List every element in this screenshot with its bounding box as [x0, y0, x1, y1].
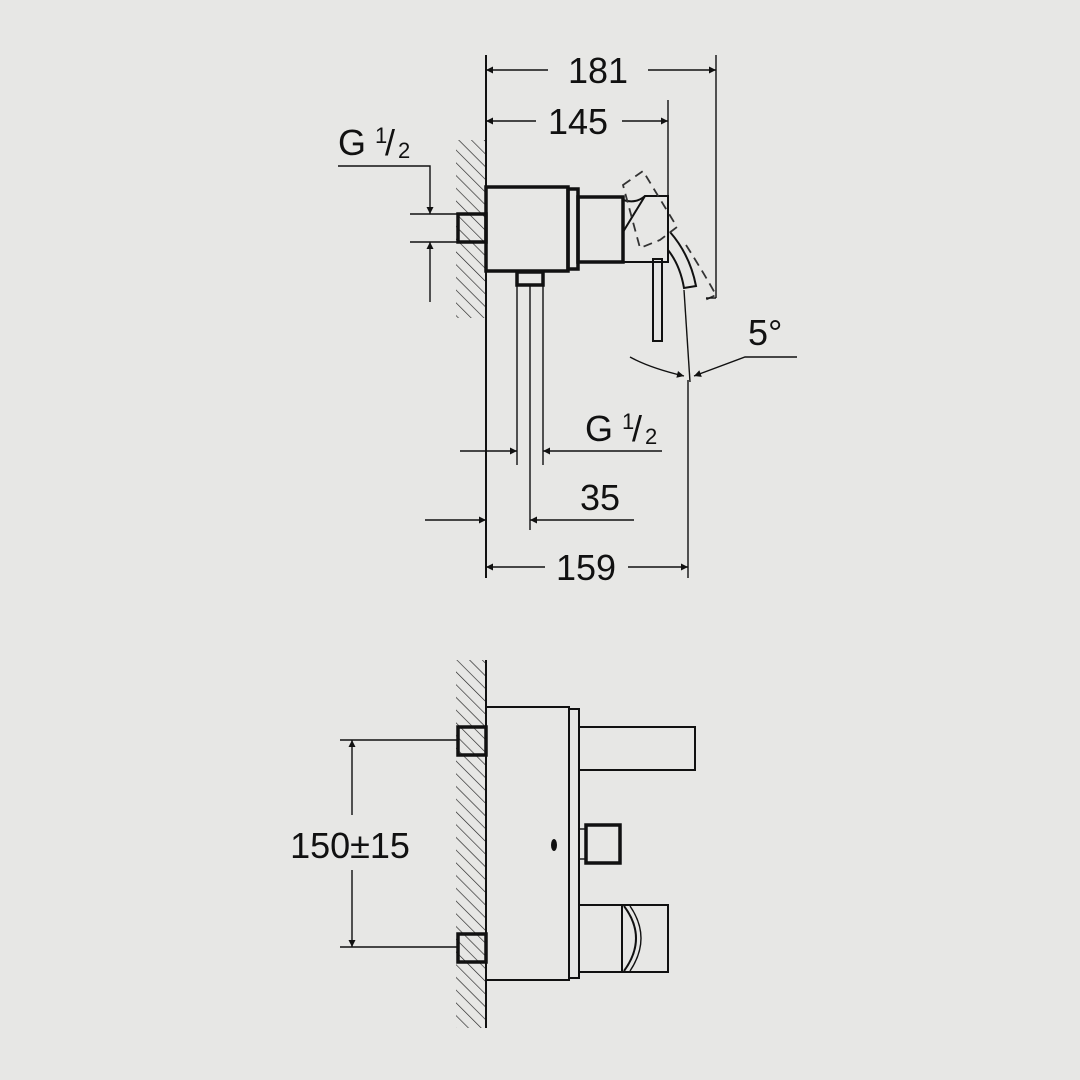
outlet-nut: [515, 270, 545, 287]
thread-letter: G: [338, 122, 366, 163]
handle-curve-inner: [629, 905, 642, 972]
spout-curve: [667, 231, 698, 290]
top-view: 181 145 G 1 / 2 5° G 1 / 2: [338, 50, 797, 588]
handle-curve: [623, 905, 637, 972]
thread-slash: /: [632, 408, 642, 449]
dim-label-181: 181: [568, 50, 628, 91]
body-rim: [568, 708, 580, 979]
handle-rotated-outline: [621, 169, 679, 250]
handle-grip: [621, 904, 669, 973]
thread-numerator: 1: [375, 123, 387, 148]
thread-label-inlet: G 1 / 2: [338, 122, 410, 163]
thread-leader-inlet: [338, 165, 434, 214]
lever: [652, 258, 663, 342]
front-view: 150±15: [290, 660, 696, 1028]
wall-hatch: [456, 140, 486, 318]
wall-hatch: [456, 660, 486, 1028]
spout-rotated-outline: [685, 244, 718, 301]
dim-label-150: 150±15: [290, 825, 410, 866]
angle-arc: [629, 356, 685, 378]
diverter-knob: [584, 823, 622, 865]
dim-label-145: 145: [548, 101, 608, 142]
thread-denominator: 2: [645, 424, 657, 449]
angle-ref-line: [683, 289, 691, 383]
angle-leader: [693, 356, 797, 377]
angle-label: 5°: [748, 312, 782, 353]
handle-block: [622, 195, 669, 263]
spout: [578, 726, 696, 771]
handle-base: [578, 904, 623, 973]
indicator-dot: [551, 839, 557, 851]
mixer-body: [484, 185, 570, 273]
dim-label-159: 159: [556, 547, 616, 588]
dim-label-35: 35: [580, 477, 620, 518]
thread-numerator: 1: [622, 409, 634, 434]
cartridge-housing: [576, 195, 625, 264]
thread-slash: /: [385, 122, 395, 163]
thread-denominator: 2: [398, 138, 410, 163]
thread-label-outlet: G 1 / 2: [585, 408, 657, 449]
thread-letter: G: [585, 408, 613, 449]
handle-curve: [622, 195, 646, 203]
